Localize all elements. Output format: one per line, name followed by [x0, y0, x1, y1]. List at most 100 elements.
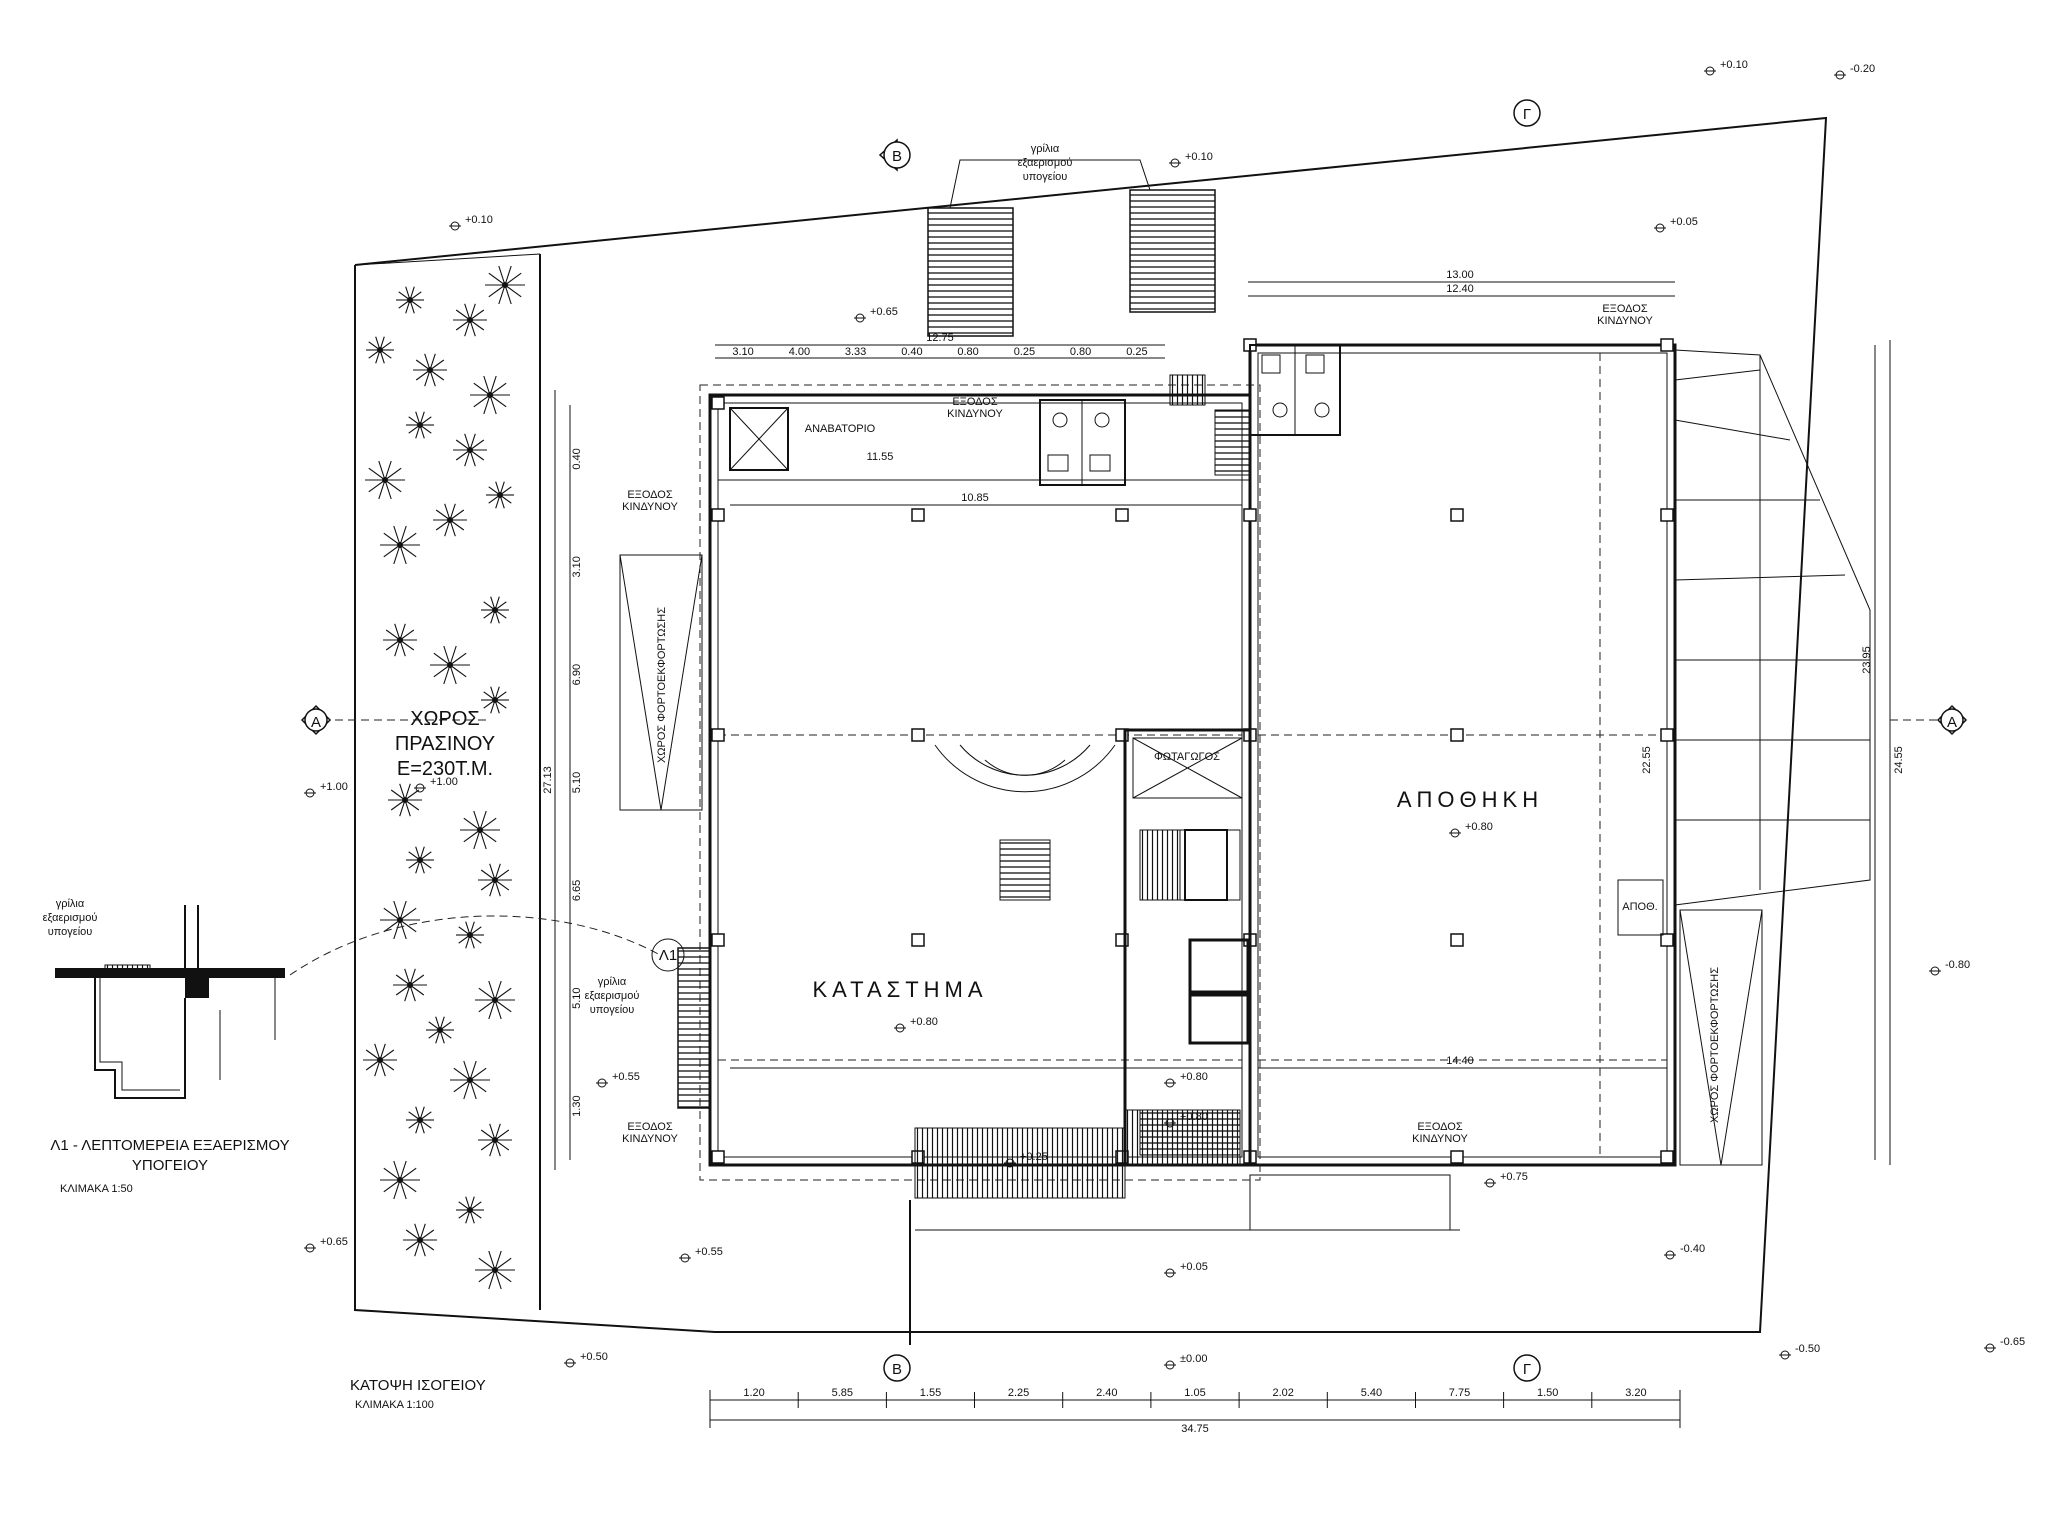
dim-segment-left: 5.10: [571, 987, 583, 1008]
section-label-a-left: Α: [311, 714, 321, 731]
column: [1243, 508, 1257, 522]
level-value: +0.05: [1180, 1261, 1208, 1273]
level-value: +0.65: [870, 306, 898, 318]
level-marker: +0.50: [564, 1351, 608, 1368]
dim-right-inner: 23.95: [1861, 646, 1873, 674]
level-value: +1.00: [430, 776, 458, 788]
circulation-core: [1123, 728, 1252, 1167]
column: [711, 396, 725, 410]
tree-symbol: [485, 265, 525, 305]
green-space-trees: [363, 265, 525, 1290]
level-value: -0.65: [2000, 1336, 2025, 1348]
dim-right-vertical: 24.55: [1893, 746, 1905, 774]
elevator-label: ΑΝΑΒΑΤΟΡΙΟ: [805, 423, 876, 435]
level-marker: +0.65: [854, 306, 898, 323]
lightwell-label: ΦΩΤΑΓΩΓΟΣ: [1154, 751, 1220, 763]
storeroom: [1617, 879, 1664, 936]
green-space-label-1: ΧΩΡΟΣ: [410, 708, 480, 730]
level-value: +0.75: [1500, 1171, 1528, 1183]
dim-segment: 1.55: [920, 1387, 941, 1399]
tree-symbol: [366, 336, 394, 364]
column: [1450, 933, 1464, 947]
level-marker: +1.00: [414, 776, 458, 793]
tree-symbol: [481, 686, 509, 714]
vent-left-label-2: εξαερισμού: [585, 990, 640, 1002]
dim-segment-top: 0.80: [1070, 346, 1091, 358]
spiral-stair: [934, 744, 1116, 901]
level-marker: +1.00: [304, 781, 348, 798]
tree-symbol: [475, 980, 515, 1020]
level-value: +0.05: [1670, 216, 1698, 228]
section-marker-a-right: [1890, 704, 1968, 736]
exit-label-d1: ΕΞΟΔΟΣ: [627, 1121, 672, 1133]
tree-symbol: [430, 645, 470, 685]
tree-symbol: [426, 1016, 454, 1044]
tree-symbol: [380, 525, 420, 565]
tree-symbol: [460, 810, 500, 850]
wc-block-right: [1249, 344, 1341, 436]
tree-symbol: [363, 1043, 397, 1077]
section-label-b-top: Β: [892, 148, 902, 165]
column: [711, 1150, 725, 1164]
dim-segment-top: 0.25: [1126, 346, 1147, 358]
dim-segment: 7.75: [1449, 1387, 1470, 1399]
level-value: +1.00: [320, 781, 348, 793]
structural-columns: [711, 338, 1674, 1164]
level-marker: -0.20: [1834, 63, 1875, 80]
dim-segment-top: 0.80: [957, 346, 978, 358]
green-space-label-2: ΠΡΑΣΙΝΟΥ: [395, 733, 495, 755]
tree-symbol: [456, 921, 484, 949]
exit-label-e1: ΕΞΟΔΟΣ: [1417, 1121, 1462, 1133]
level-value: -0.50: [1795, 1343, 1820, 1355]
level-markers: +0.10-0.20+0.10+0.10+0.05+0.65+1.00+1.00…: [304, 59, 2025, 1370]
level-marker: ±0.00: [1164, 1353, 1207, 1370]
dim-mid-vertical: 22.55: [1641, 746, 1653, 774]
level-marker: +0.55: [679, 1246, 723, 1263]
column: [711, 508, 725, 522]
dim-segment-left: 6.90: [571, 664, 583, 685]
exit-label-b1: ΕΞΟΔΟΣ: [952, 396, 997, 408]
level-value: +0.55: [695, 1246, 723, 1258]
tree-symbol: [433, 503, 467, 537]
exit-label-b2: ΚΙΝΔΥΝΟΥ: [947, 408, 1003, 420]
tree-symbol: [396, 286, 424, 314]
exit-label-c2: ΚΙΝΔΥΝΟΥ: [1597, 315, 1653, 327]
exit-label-a2: ΚΙΝΔΥΝΟΥ: [622, 501, 678, 513]
level-marker: -0.65: [1984, 1336, 2025, 1353]
vent-top-label-1: γρίλια: [1031, 143, 1060, 155]
level-marker: +0.10: [1169, 151, 1213, 168]
detail-vent-label-2: εξαερισμού: [43, 912, 98, 924]
dim-segment: 2.25: [1008, 1387, 1029, 1399]
level-value: +0.10: [1185, 151, 1213, 163]
elevator-shaft: [729, 407, 789, 471]
dim-segment-top: 0.25: [1014, 346, 1035, 358]
dim-segment: 5.40: [1361, 1387, 1382, 1399]
level-marker: +0.80: [1164, 1111, 1208, 1128]
dim-top-total: 12.75: [926, 332, 954, 344]
dim-right-top-inner: 12.40: [1446, 283, 1474, 295]
shop-label: ΚΑΤΑΣΤΗΜΑ: [812, 977, 987, 1002]
dim-segment-top: 4.00: [789, 346, 810, 358]
level-value: -0.80: [1945, 959, 1970, 971]
site-boundary: [354, 116, 1828, 1333]
entrance-stairs: [909, 1109, 1460, 1345]
vent-left-label-3: υπογείου: [590, 1004, 635, 1016]
column: [1660, 933, 1674, 947]
tree-symbol: [475, 1250, 515, 1290]
plan-scale: ΚΛΙΜΑΚΑ 1:100: [355, 1399, 434, 1411]
dim-segment: 1.05: [1184, 1387, 1205, 1399]
level-marker: +0.05: [1164, 1261, 1208, 1278]
dim-segment: 5.85: [832, 1387, 853, 1399]
level-marker: +0.05: [1654, 216, 1698, 233]
vent-top-label-3: υπογείου: [1023, 171, 1068, 183]
column: [1450, 728, 1464, 742]
level-value: -0.40: [1680, 1243, 1705, 1255]
exit-label-a1: ΕΞΟΔΟΣ: [627, 489, 672, 501]
detail-scale: ΚΛΙΜΑΚΑ 1:50: [60, 1183, 133, 1195]
level-value: +0.80: [1180, 1071, 1208, 1083]
column: [911, 933, 925, 947]
section-marker-g-bottom: [1513, 1354, 1541, 1382]
level-marker: +0.65: [304, 1236, 348, 1253]
loading-zone-left: [619, 554, 703, 811]
detail-title: Λ1 - ΛΕΠΤΟΜΕΡΕΙΑ ΕΞΑΕΡΙΣΜΟΥ: [50, 1137, 289, 1154]
